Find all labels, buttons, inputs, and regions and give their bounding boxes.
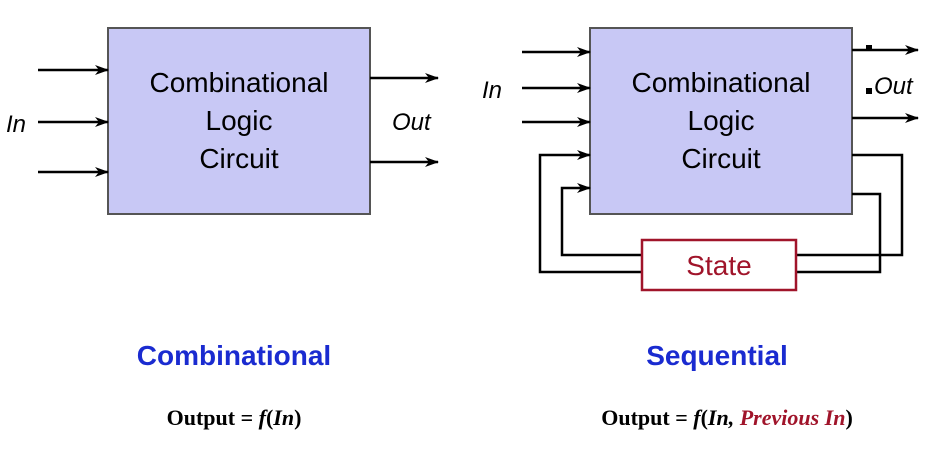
- feedback-box-to-state-inner: [796, 192, 882, 274]
- comb-input-label: In: [6, 111, 26, 138]
- feedback-state-to-box-outer: [538, 150, 642, 274]
- combinational-formula: Output = f(In): [167, 405, 302, 430]
- combinational-logic-box: [107, 27, 371, 215]
- feedback-box-to-state-outer: [796, 153, 904, 257]
- comb-box-line-3: Circuit: [199, 143, 279, 174]
- seq-box-line-3: Circuit: [681, 143, 761, 174]
- comb-output-label: Out: [392, 109, 432, 136]
- sequential-heading: Sequential: [646, 340, 788, 371]
- sequential-formula: Output = f(In, Previous In): [601, 405, 853, 430]
- comb-box-line-1: Combinational: [150, 67, 329, 98]
- seq-output-label: Out: [874, 73, 914, 100]
- comb-box-line-2: Logic: [206, 105, 273, 136]
- state-box: [640, 238, 798, 292]
- seq-input-label: In: [482, 77, 502, 104]
- combinational-heading: Combinational: [137, 340, 331, 371]
- formula-previous-in: Previous In: [739, 405, 846, 430]
- state-label: State: [686, 250, 751, 281]
- seq-output-marker-2: [866, 88, 872, 94]
- combinational-diagram: Combinational Logic Circuit In Out Combi…: [6, 27, 439, 430]
- seq-box-line-2: Logic: [688, 105, 755, 136]
- sequential-diagram: Combinational Logic Circuit In Out State…: [482, 27, 919, 430]
- seq-output-marker-1: [866, 45, 872, 51]
- feedback-state-to-box-inner: [560, 183, 642, 257]
- seq-box-line-1: Combinational: [632, 67, 811, 98]
